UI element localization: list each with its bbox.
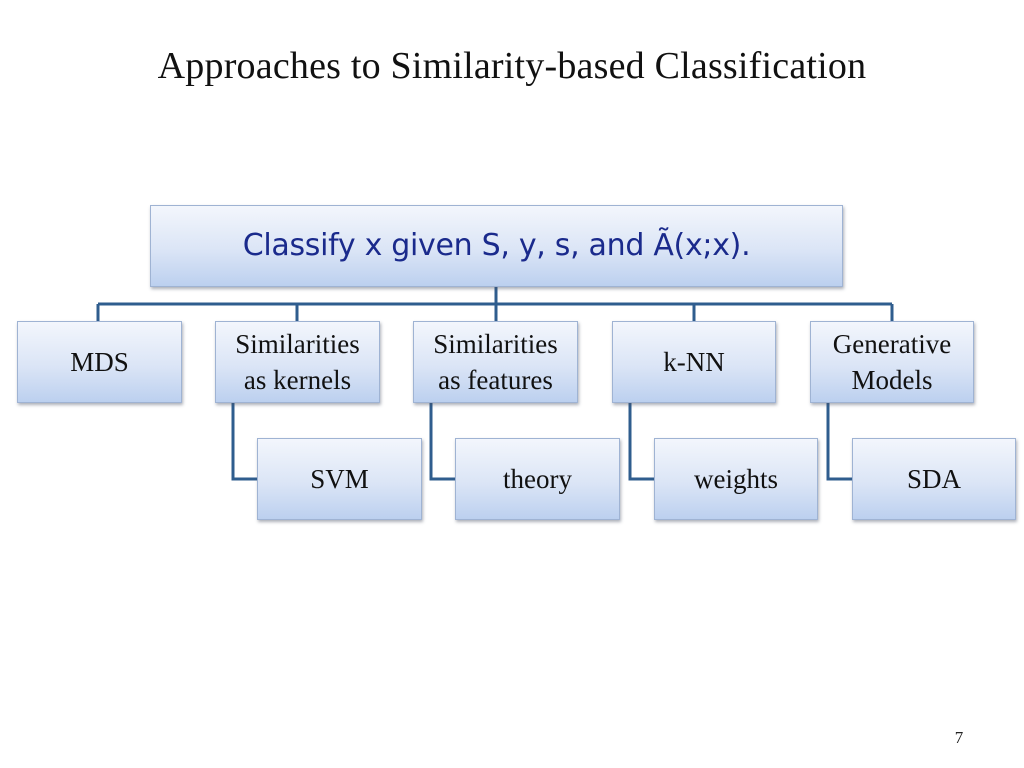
- node-similarities-as-kernels-label: Similarities as kernels: [235, 328, 360, 395]
- node-knn-label: k-NN: [663, 346, 725, 377]
- node-sda-label: SDA: [906, 463, 961, 494]
- node-similarities-as-features-label: Similarities as features: [433, 328, 558, 395]
- node-mds: MDS: [17, 321, 182, 403]
- node-similarities-as-features: Similarities as features: [413, 321, 578, 403]
- node-theory: theory: [455, 438, 620, 520]
- node-knn: k-NN: [612, 321, 776, 403]
- node-svm: SVM: [257, 438, 422, 520]
- connector-elbow-svm: [231, 403, 257, 481]
- node-mds-label: MDS: [70, 346, 129, 377]
- node-weights-label: weights: [694, 463, 778, 494]
- node-generative-models-label: Generative Models: [832, 328, 952, 395]
- node-svm-label: SVM: [310, 463, 369, 494]
- node-theory-label: theory: [503, 463, 572, 494]
- connector-elbow-sda: [826, 403, 852, 481]
- slide-number: 7: [954, 728, 964, 747]
- node-generative-models: Generative Models: [810, 321, 974, 403]
- root-node-label: Classify x given S, y, s, and Ã(x;x).: [242, 227, 751, 263]
- node-similarities-as-kernels: Similarities as kernels: [215, 321, 380, 403]
- slide-title: Approaches to Similarity-based Classific…: [157, 45, 867, 87]
- connector-elbow-theory: [429, 403, 455, 481]
- node-weights: weights: [654, 438, 818, 520]
- node-sda: SDA: [852, 438, 1016, 520]
- root-node: Classify x given S, y, s, and Ã(x;x).: [150, 205, 843, 287]
- connector-elbow-weights: [628, 403, 654, 481]
